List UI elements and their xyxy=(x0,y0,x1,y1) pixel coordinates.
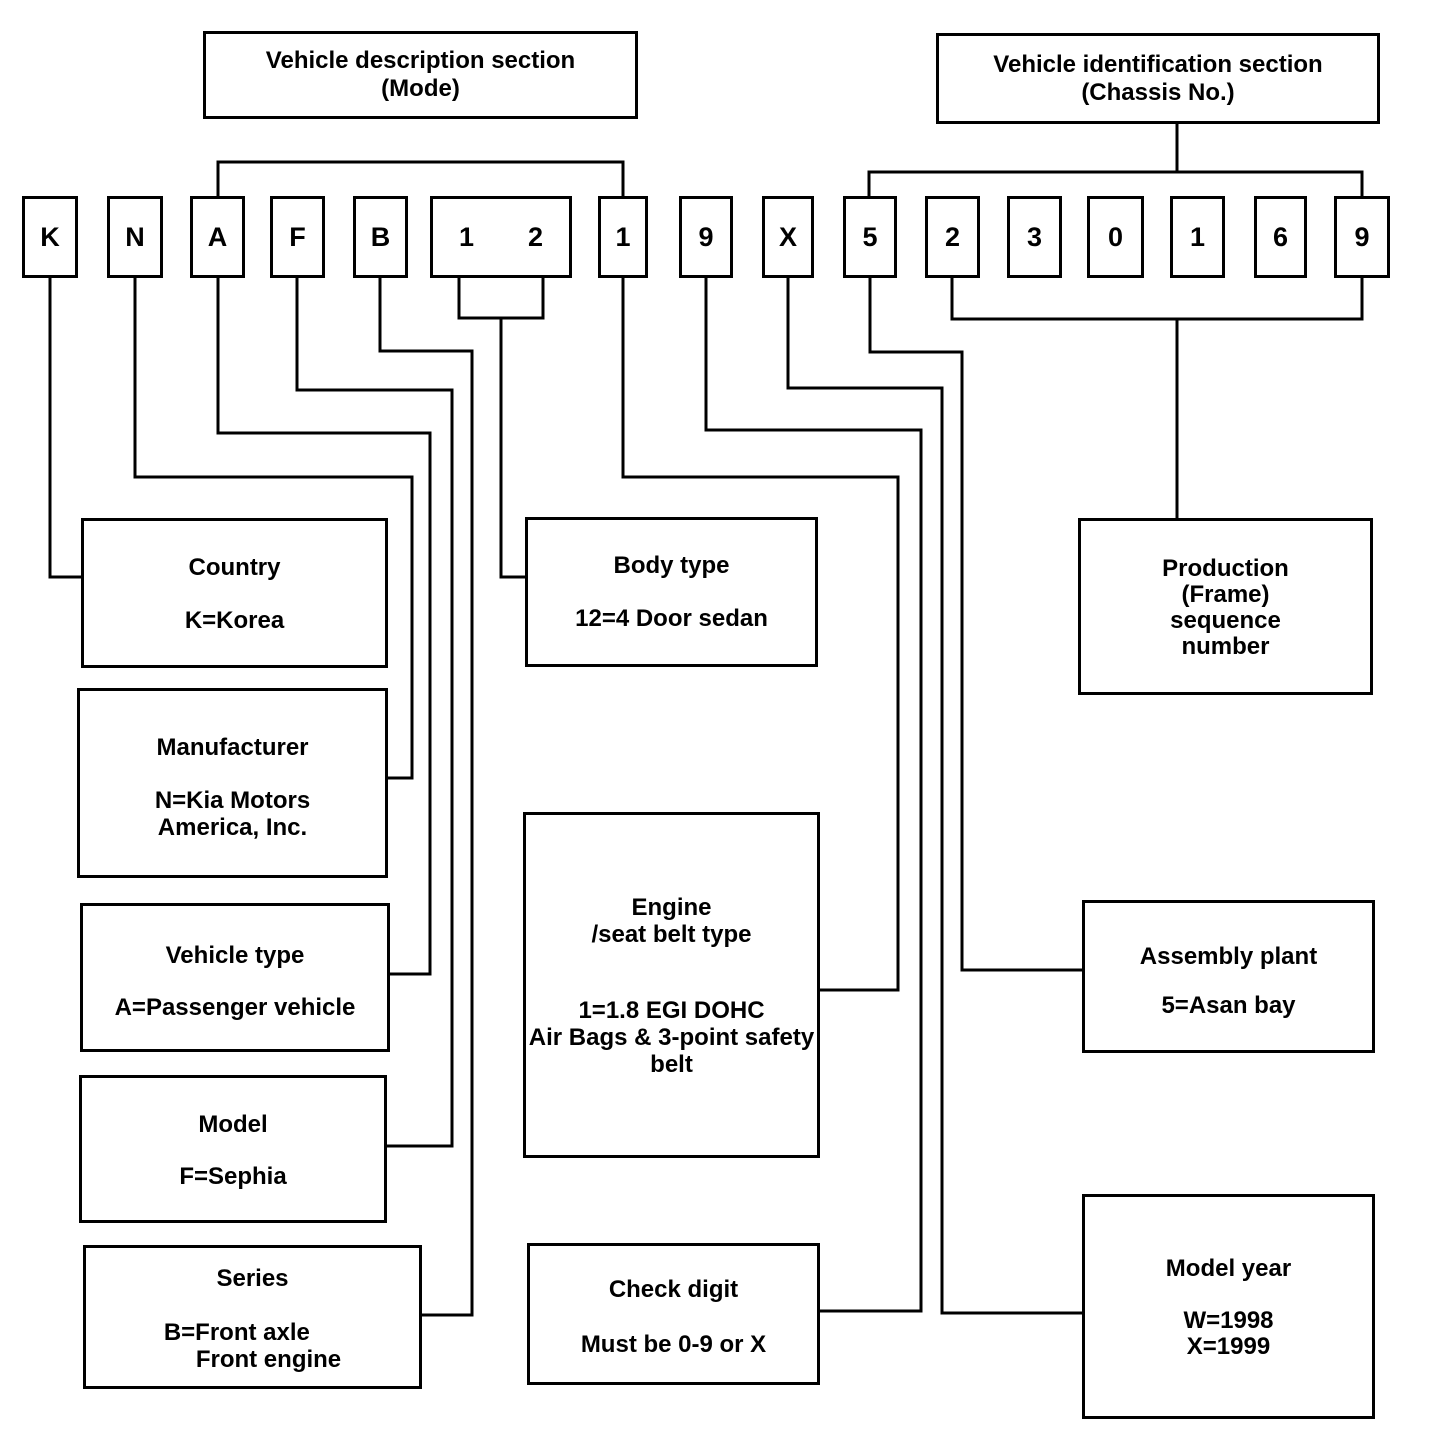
engine-value-line2: Air Bags & 3-point safety xyxy=(528,1024,815,1051)
check-digit-value: Must be 0-9 or X xyxy=(580,1331,767,1358)
country-value: K=Korea xyxy=(184,607,285,634)
description-header-line2: (Mode) xyxy=(381,75,460,102)
vin-char-box-10: X xyxy=(762,196,814,278)
model-title: Model xyxy=(198,1111,268,1138)
vehicle-type-value: A=Passenger vehicle xyxy=(114,994,356,1021)
connector-x-model-year xyxy=(786,278,1082,1315)
vin-char-box-2: N xyxy=(107,196,163,278)
connector-f-model xyxy=(295,278,454,1148)
vin-char-box-17: 9 xyxy=(1334,196,1390,278)
connector-12-body-type xyxy=(457,278,545,579)
identification-section-bracket xyxy=(867,124,1364,196)
vin-char-box-8: 1 xyxy=(598,196,648,278)
manufacturer-box: Manufacturer N=Kia Motors America, Inc. xyxy=(77,688,388,878)
vin-char-box-9: 9 xyxy=(679,196,733,278)
identification-header-line2: (Chassis No.) xyxy=(1081,78,1235,106)
vin-char-box-13: 3 xyxy=(1007,196,1062,278)
production-title-line4: number xyxy=(1181,633,1270,660)
engine-title-line2: /seat belt type xyxy=(591,921,752,948)
connector-1-engine xyxy=(621,278,900,992)
series-box: Series B=Front axle Front engine xyxy=(83,1245,422,1389)
identification-header-line1: Vehicle identification section xyxy=(993,50,1323,78)
check-digit-box: Check digit Must be 0-9 or X xyxy=(527,1243,820,1385)
vin-char-box-16: 6 xyxy=(1254,196,1307,278)
assembly-plant-title: Assembly plant xyxy=(1139,943,1318,970)
description-section-header: Vehicle description section (Mode) xyxy=(203,31,638,119)
vin-char-7: 2 xyxy=(527,221,543,252)
description-header-line1: Vehicle description section xyxy=(265,47,576,74)
connector-9-check-digit xyxy=(704,278,923,1313)
connector-sequence-production xyxy=(950,278,1364,518)
connector-a-vehicle-type xyxy=(216,278,432,976)
production-title-line3: sequence xyxy=(1170,607,1281,634)
model-year-title: Model year xyxy=(1165,1255,1292,1282)
body-type-box: Body type 12=4 Door sedan xyxy=(525,517,818,667)
assembly-plant-value: 5=Asan bay xyxy=(1161,992,1296,1019)
engine-title-line1: Engine xyxy=(631,894,712,921)
manufacturer-value-line2: America, Inc. xyxy=(157,814,308,841)
vin-char-box-15: 1 xyxy=(1170,196,1225,278)
connector-b-series xyxy=(378,278,474,1317)
manufacturer-title: Manufacturer xyxy=(156,734,309,761)
connector-5-assembly-plant xyxy=(868,278,1082,972)
connector-n-manufacturer xyxy=(133,278,414,780)
manufacturer-value-line1: N=Kia Motors xyxy=(154,787,311,814)
vin-char-box-14: 0 xyxy=(1087,196,1144,278)
vin-char-box-6-7: 1 2 xyxy=(430,196,572,278)
vin-char-box-1: K xyxy=(22,196,78,278)
vin-char-box-11: 5 xyxy=(843,196,897,278)
production-sequence-box: Production (Frame) sequence number xyxy=(1078,518,1373,695)
engine-box: Engine /seat belt type 1=1.8 EGI DOHC Ai… xyxy=(523,812,820,1158)
vin-char-6: 1 xyxy=(459,221,475,252)
vin-char-box-4: F xyxy=(270,196,325,278)
model-year-box: Model year W=1998 X=1999 xyxy=(1082,1194,1375,1419)
body-type-value: 12=4 Door sedan xyxy=(575,605,768,632)
series-value-line2: Front engine xyxy=(195,1346,342,1373)
series-value-line1: B=Front axle xyxy=(163,1319,310,1346)
model-year-value-line1: W=1998 xyxy=(1183,1307,1274,1334)
model-box: Model F=Sephia xyxy=(79,1075,387,1223)
country-box: Country K=Korea xyxy=(81,518,388,668)
check-digit-title: Check digit xyxy=(608,1276,739,1303)
series-title: Series xyxy=(216,1265,289,1292)
vin-char-box-5: B xyxy=(353,196,408,278)
engine-value-line1: 1=1.8 EGI DOHC xyxy=(578,997,765,1024)
model-year-value-line2: X=1999 xyxy=(1186,1333,1271,1360)
production-title-line1: Production xyxy=(1162,555,1289,582)
identification-section-header: Vehicle identification section (Chassis … xyxy=(936,33,1380,124)
assembly-plant-box: Assembly plant 5=Asan bay xyxy=(1082,900,1375,1053)
vehicle-type-title: Vehicle type xyxy=(165,942,305,969)
country-title: Country xyxy=(188,554,281,581)
connector-k-country xyxy=(48,278,81,579)
body-type-title: Body type xyxy=(613,552,730,579)
vin-char-box-3: A xyxy=(190,196,245,278)
engine-value-line3: belt xyxy=(650,1051,693,1078)
model-value: F=Sephia xyxy=(179,1163,287,1190)
vin-char-box-12: 2 xyxy=(925,196,980,278)
production-title-line2: (Frame) xyxy=(1181,581,1270,608)
description-section-bracket xyxy=(216,160,625,196)
vehicle-type-box: Vehicle type A=Passenger vehicle xyxy=(80,903,390,1052)
